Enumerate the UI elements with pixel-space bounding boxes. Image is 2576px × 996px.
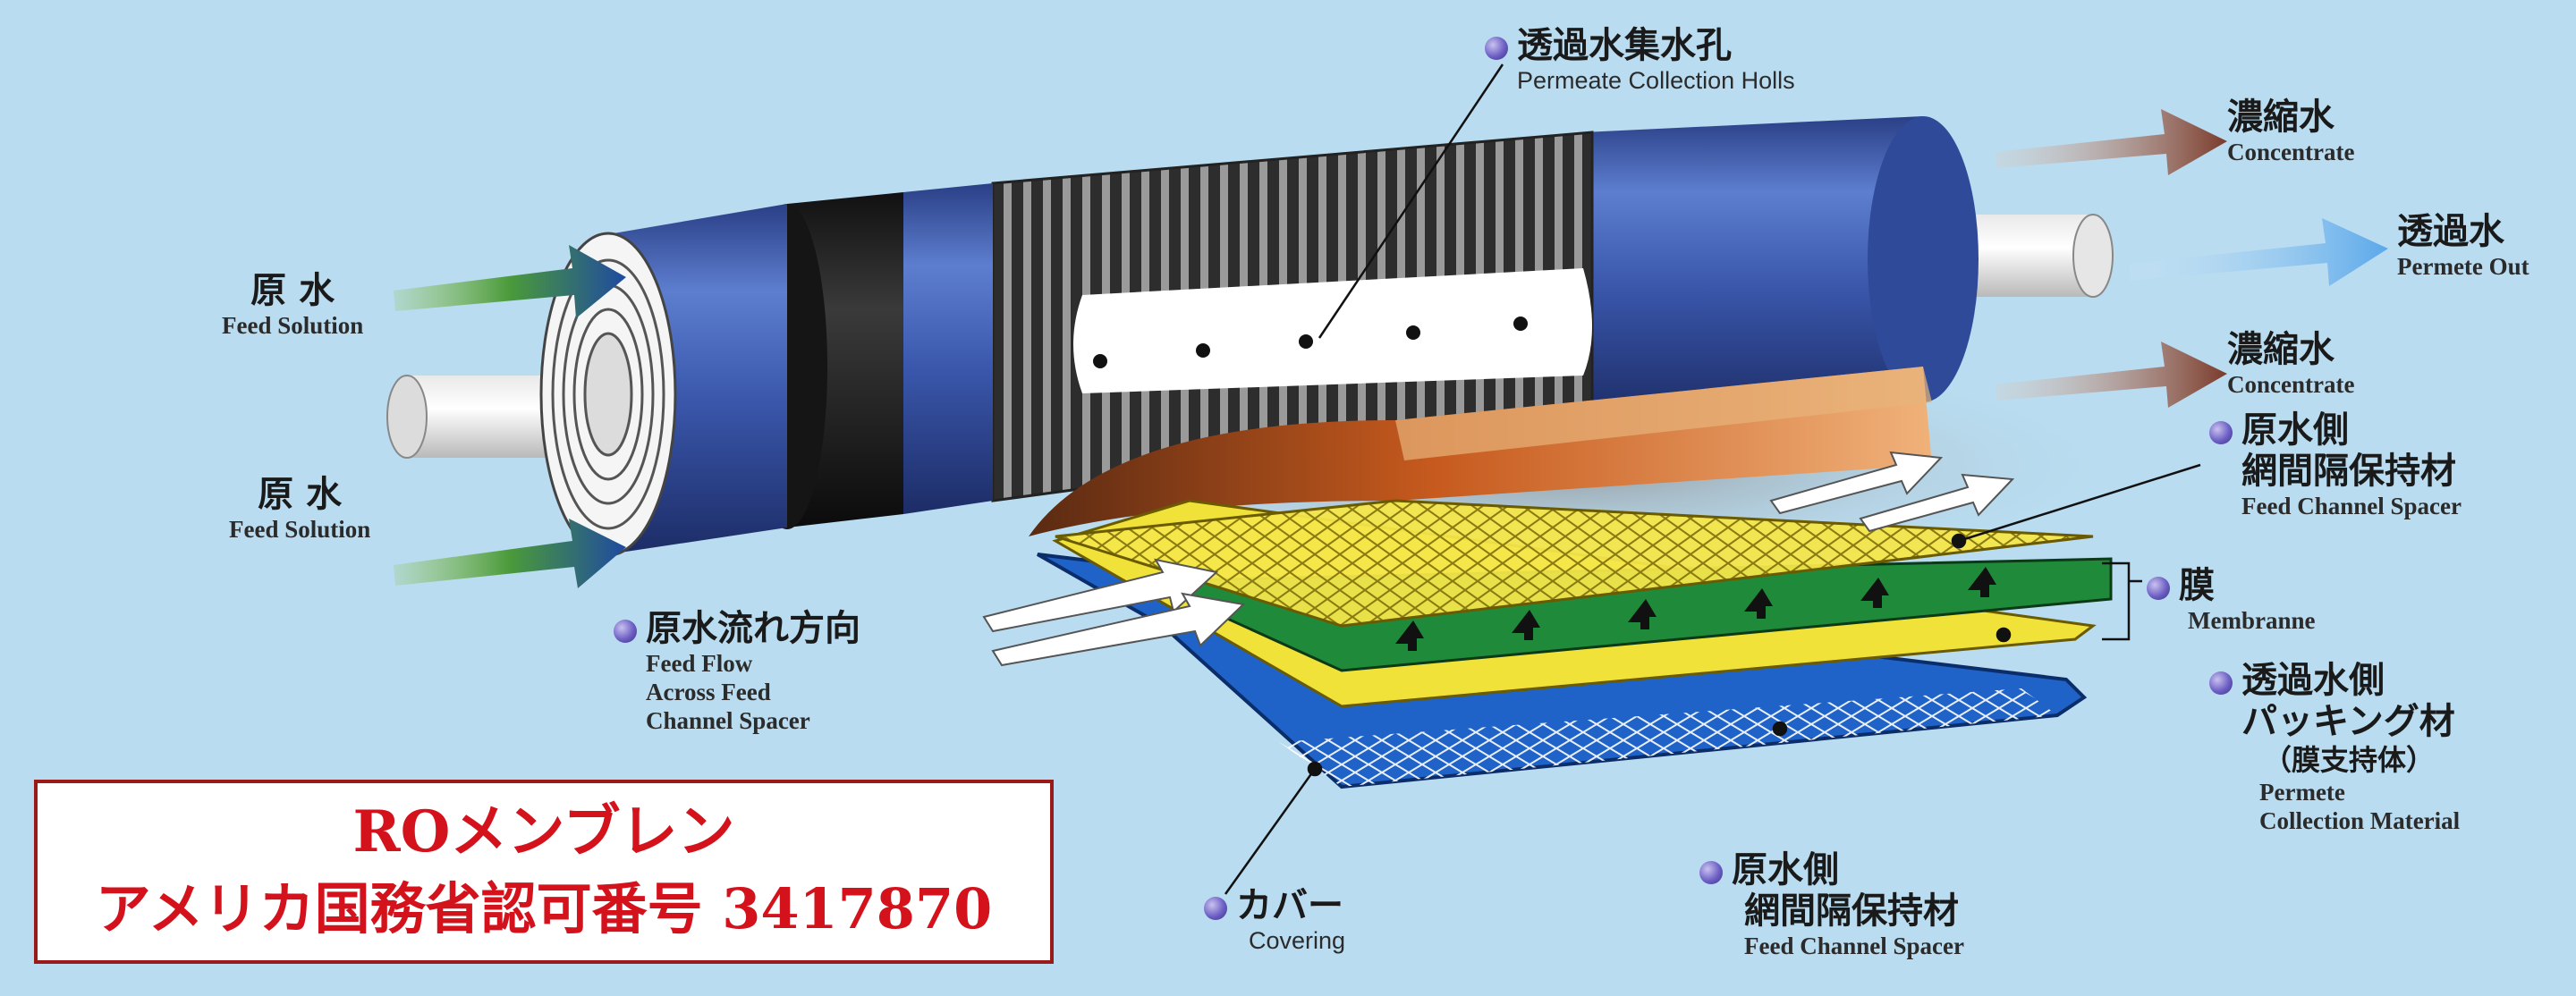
label-en: Membranne: [2188, 607, 2316, 634]
title-line-1: ROメンブレン: [352, 798, 735, 865]
label-en-2: Across Feed: [646, 679, 771, 705]
label-en: Covering: [1249, 927, 1346, 954]
label-jp: 原水側: [2241, 409, 2349, 451]
leader-lines: [1224, 63, 2201, 895]
label-en-1: Permete: [2259, 779, 2345, 806]
label-jp-2: 網間隔保持材: [1744, 890, 1959, 932]
label-covering: カバー Covering: [1204, 885, 1345, 955]
label-jp: 原 水: [258, 474, 343, 515]
label-feed-solution-top: 原 水 Feed Solution: [222, 270, 363, 340]
label-feed-channel-spacer-bottom: 原水側 網間隔保持材 Feed Channel Spacer: [1699, 849, 1964, 960]
bullet-icon: [614, 620, 637, 643]
label-en: Concentrate: [2227, 371, 2355, 398]
label-en-3: Channel Spacer: [646, 707, 810, 734]
label-jp: 透過水側: [2241, 660, 2385, 701]
membrane-element-body: [539, 116, 1979, 557]
outflow-arrows: [1995, 109, 2388, 408]
label-jp-2: パッキング材: [2241, 701, 2455, 742]
label-jp: 膜: [2179, 565, 2215, 606]
label-jp: 透過水: [2397, 211, 2504, 252]
label-en: Concentrate: [2227, 139, 2355, 165]
label-en: Feed Channel Spacer: [1744, 933, 1964, 959]
membrane-leaf-unrolled: [1029, 367, 1932, 536]
label-en: Feed Solution: [222, 312, 364, 339]
label-en-1: Feed Flow: [646, 650, 753, 677]
label-en: Feed Channel Spacer: [2241, 493, 2462, 519]
label-permeate-collection-holes: 透過水集水孔 Permeate Collection Holls: [1485, 25, 1795, 95]
permeate-tube-right: [1959, 214, 2114, 298]
label-jp: 原水側: [1732, 849, 1839, 890]
label-jp-2: 網間隔保持材: [2241, 451, 2456, 492]
label-jp: 濃縮水: [2227, 97, 2334, 138]
label-concentrate-mid: 濃縮水 Concentrate: [2227, 329, 2354, 399]
label-jp: 透過水集水孔: [1517, 25, 1732, 66]
label-jp: 原 水: [250, 270, 335, 311]
bullet-icon: [1204, 897, 1227, 920]
label-permeate-out: 透過水 Permete Out: [2397, 211, 2529, 281]
label-jp: カバー: [1236, 885, 1343, 926]
membrane-layers: [1037, 499, 2113, 789]
label-jp-3: （膜支持体）: [2263, 743, 2436, 777]
feed-solution-arrows: [394, 245, 626, 588]
label-feed-solution-bottom: 原 水 Feed Solution: [229, 474, 370, 544]
label-en: Permeate Collection Holls: [1517, 67, 1795, 94]
title-line-2: アメリカ国務省認可番号 3417870: [95, 876, 993, 941]
label-en: Feed Solution: [229, 516, 371, 543]
bullet-icon: [1485, 37, 1508, 60]
bullet-icon: [2147, 577, 2170, 600]
bullet-icon: [1699, 861, 1723, 884]
label-en-2: Collection Material: [2259, 807, 2461, 834]
label-membrane: 膜 Membranne: [2147, 565, 2315, 635]
label-concentrate-top: 濃縮水 Concentrate: [2227, 97, 2354, 166]
title-box: ROメンブレン アメリカ国務省認可番号 3417870: [34, 780, 1054, 964]
label-permeate-carrier: 透過水側 パッキング材 （膜支持体） Permete Collection Ma…: [2209, 660, 2460, 835]
feed-flow-arrows: [982, 451, 2015, 667]
label-jp: 濃縮水: [2227, 329, 2334, 370]
label-en: Permete Out: [2397, 253, 2529, 280]
label-feed-channel-spacer-right: 原水側 網間隔保持材 Feed Channel Spacer: [2209, 409, 2462, 520]
bullet-icon: [2209, 671, 2233, 695]
label-feed-flow: 原水流れ方向 Feed Flow Across Feed Channel Spa…: [614, 608, 860, 735]
label-jp: 原水流れ方向: [646, 608, 860, 649]
bullet-icon: [2209, 421, 2233, 444]
